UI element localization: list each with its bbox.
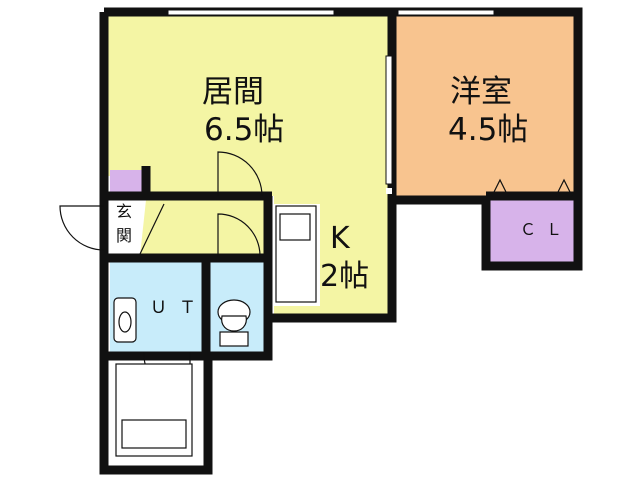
living-door-swing: [217, 151, 263, 197]
outer-wall-left: [99, 12, 397, 475]
bathtub-inner: [121, 419, 187, 449]
living-room-size: 6.5帖: [204, 112, 285, 148]
fixtures: [113, 205, 317, 457]
closet-door-right: [555, 178, 573, 197]
window-western-top: [397, 9, 495, 16]
kitchen-size: 2帖: [320, 259, 370, 294]
toilet-base: [219, 331, 249, 347]
toilet-bowl: [221, 315, 247, 332]
western-room-area: [394, 16, 574, 196]
doors: [59, 151, 263, 401]
hall-door-swing: [217, 213, 261, 257]
window-living-top: [167, 9, 335, 16]
window-kitchen-gap: [386, 188, 392, 194]
kitchen-name: K: [330, 221, 350, 256]
kitchen-sink: [279, 213, 311, 241]
unit-bath-label: ＵＴ: [150, 298, 208, 318]
hallway-area: [140, 200, 266, 256]
entrance-door-swing: [59, 205, 105, 251]
entrance-label-2: 関: [116, 226, 133, 245]
walls: [99, 7, 583, 475]
closet-doors: [491, 178, 573, 197]
hall-diagonal: [139, 203, 165, 255]
western-room-name: 洋室: [450, 74, 512, 110]
western-room-size: 4.5帖: [448, 112, 529, 148]
window-partition: [385, 55, 393, 185]
entrance-label-1: 玄: [116, 202, 133, 221]
closet-label: ＣＬ: [520, 220, 573, 239]
washbasin-bowl: [118, 311, 132, 333]
outer-wall-main: [104, 7, 583, 271]
living-room-name: 居間: [202, 74, 264, 110]
windows: [167, 9, 495, 194]
closet-door-left: [491, 178, 509, 197]
closet-area: [490, 196, 574, 262]
